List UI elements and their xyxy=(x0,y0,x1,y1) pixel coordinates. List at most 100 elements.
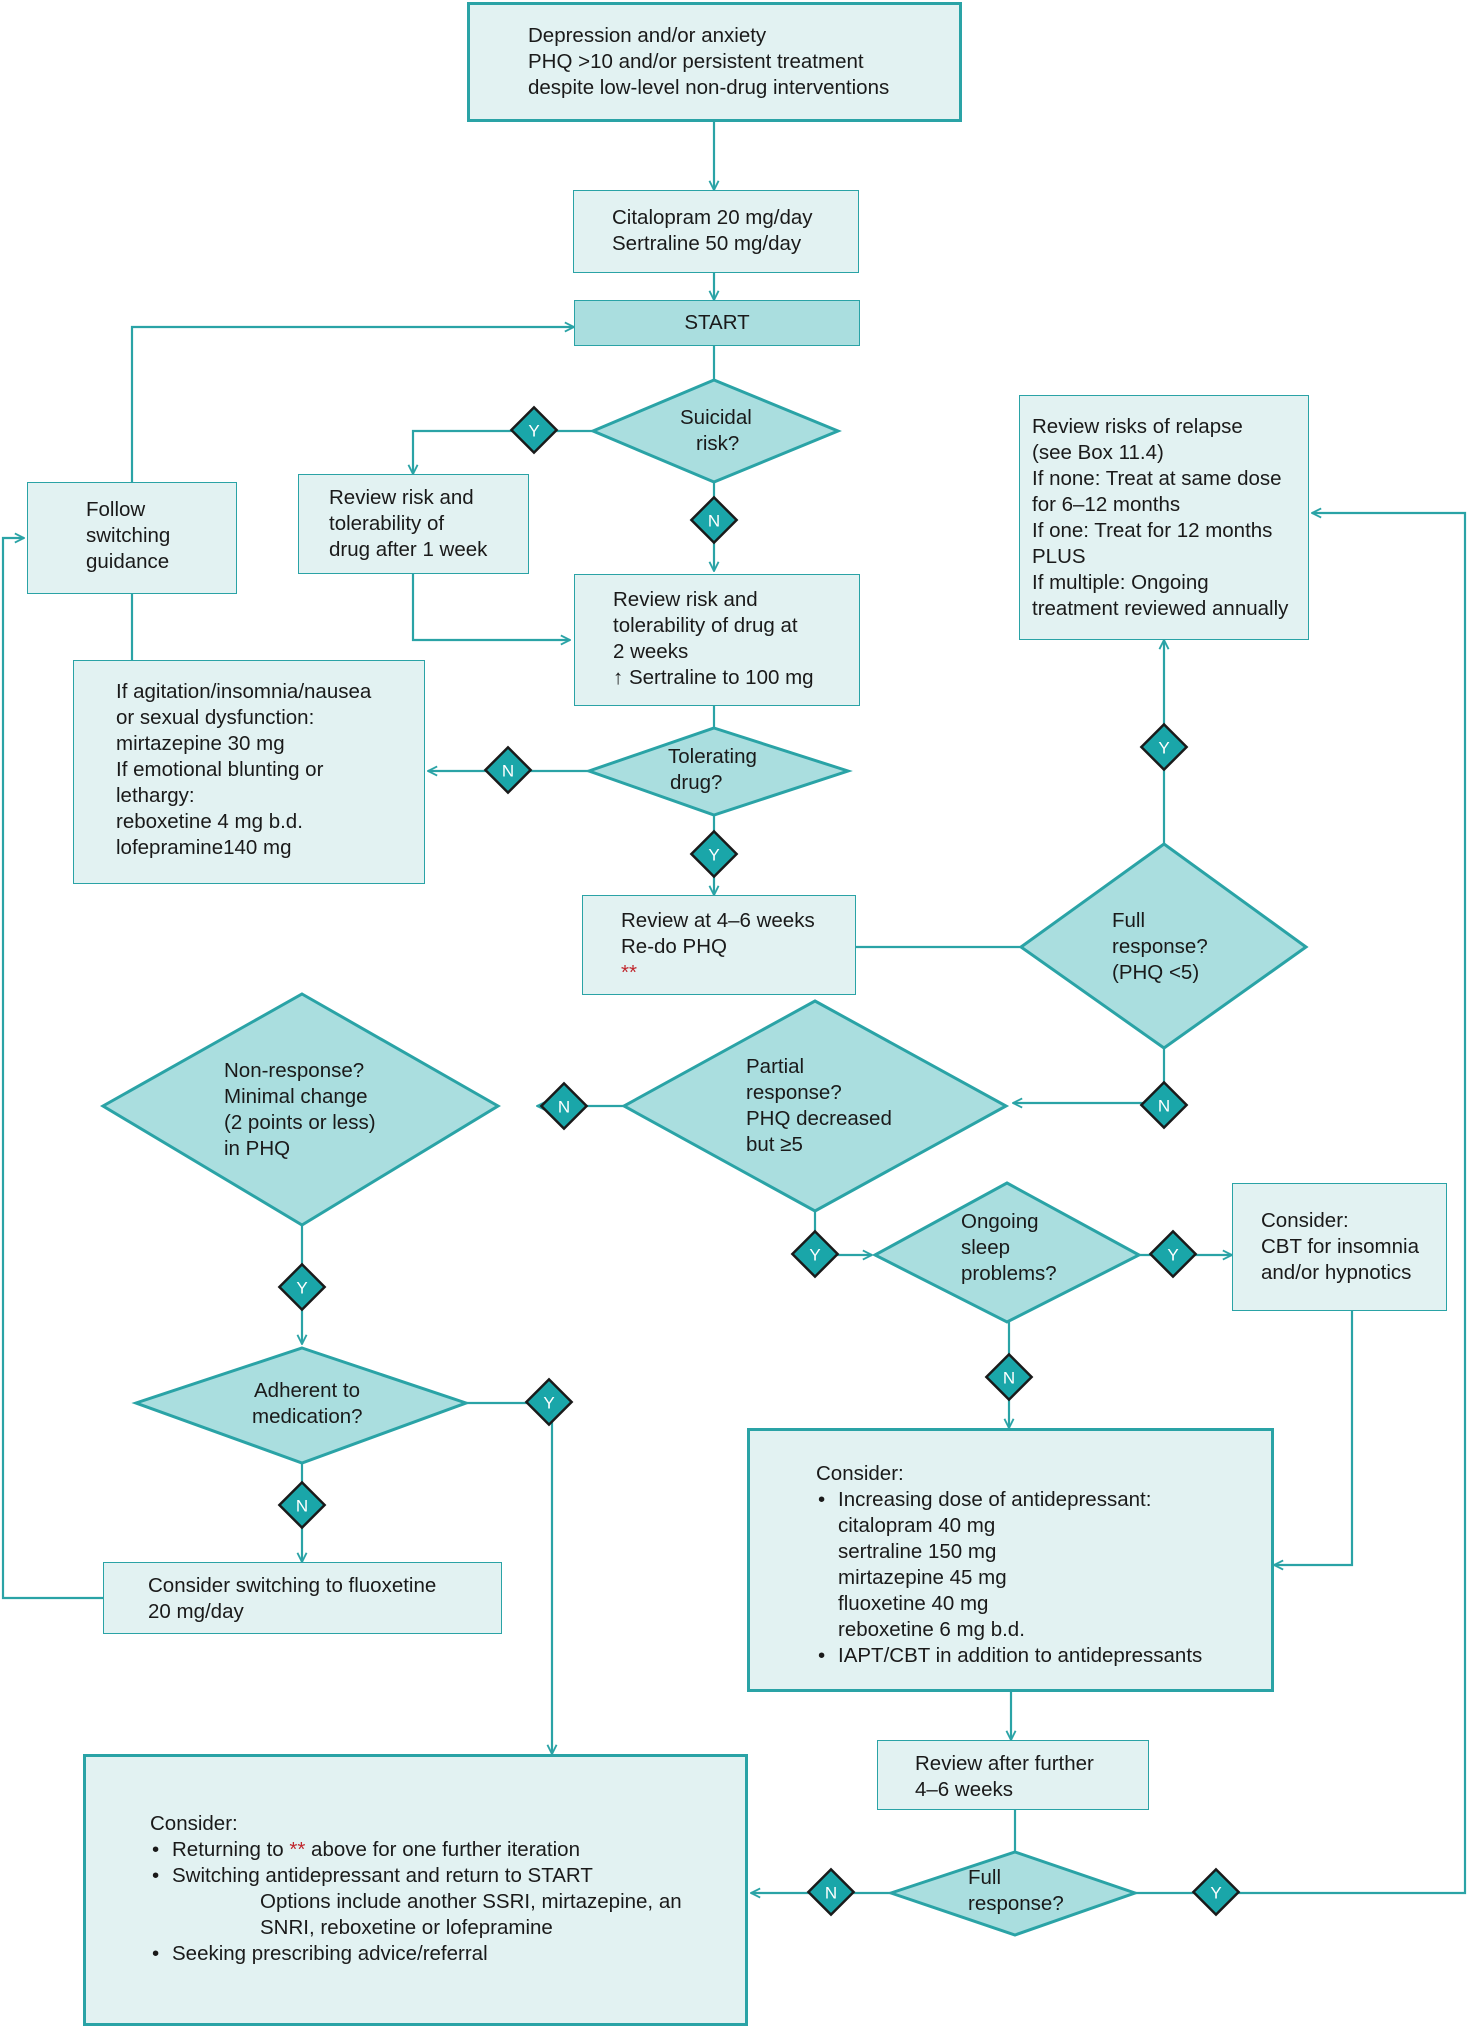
box-text: If one: Treat for 12 months xyxy=(1032,519,1273,542)
box-text: guidance xyxy=(86,550,170,573)
box-text: Review risk and xyxy=(613,588,758,611)
box-text: tolerability of drug at xyxy=(613,614,798,637)
label-full-response-1: Full response? (PHQ <5) xyxy=(1112,908,1208,986)
box-side-effects: If agitation/insomnia/nausea or sexual d… xyxy=(73,660,425,884)
box-text: Sertraline 50 mg/day xyxy=(612,232,802,255)
label-ongoing-sleep: Ongoing sleep problems? xyxy=(961,1209,1057,1287)
decision-text: problems? xyxy=(961,1262,1057,1285)
box-text: Review at 4–6 weeks xyxy=(621,909,815,932)
box-relapse: Review risks of relapse (see Box 11.4) I… xyxy=(1019,395,1309,640)
box-final-consider: Consider: Returning to ** above for one … xyxy=(83,1754,748,2026)
edge-followswitch-to-start xyxy=(130,327,574,482)
box-text: despite low-level non-drug interventions xyxy=(528,76,890,99)
decision-text: in PHQ xyxy=(224,1137,291,1160)
bullet-return: Returning to ** above for one further it… xyxy=(150,1837,745,1863)
box-review-further: Review after further 4–6 weeks xyxy=(877,1740,1149,1810)
box-text: 2 weeks xyxy=(613,640,689,663)
edge-full-no xyxy=(1013,1048,1166,1103)
decision-text: response? xyxy=(968,1892,1064,1915)
box-text: and/or hypnotics xyxy=(1261,1261,1412,1284)
box-text: Review after further xyxy=(915,1752,1094,1775)
box-text: Follow xyxy=(86,498,146,521)
box-review-1-week: Review risk and tolerability of drug aft… xyxy=(298,474,529,574)
box-cbt-insomnia: Consider: CBT for insomnia and/or hypnot… xyxy=(1232,1183,1447,1311)
svg-text:N: N xyxy=(825,1884,837,1903)
box-text: Review risks of relapse xyxy=(1032,415,1243,438)
box-text: reboxetine 4 mg b.d. xyxy=(116,810,303,833)
decision-text: Minimal change xyxy=(224,1085,368,1108)
decision-text: Partial xyxy=(746,1055,805,1078)
box-text: CBT for insomnia xyxy=(1261,1235,1419,1258)
label-tolerating-drug: Tolerating drug? xyxy=(668,744,757,796)
decision-suicidal-risk xyxy=(589,378,842,484)
box-follow-switching: Follow switching guidance xyxy=(27,482,237,594)
start-label: START xyxy=(684,311,750,334)
decision-text: medication? xyxy=(252,1405,363,1428)
label-full-response-2: Full response? xyxy=(968,1865,1064,1917)
badge-yes-full-response: Y xyxy=(1139,722,1189,772)
svg-text:Y: Y xyxy=(543,1394,554,1413)
svg-text:Y: Y xyxy=(296,1279,307,1298)
box-text: PLUS xyxy=(1032,545,1086,568)
box-review-2-weeks: Review risk and tolerability of drug at … xyxy=(574,574,860,706)
badge-no-full-response: N xyxy=(1139,1080,1189,1130)
label-suicidal-risk: Suicidal risk? xyxy=(680,405,752,457)
bullet-text: above for one further iteration xyxy=(305,1838,580,1861)
box-text: ↑ Sertraline to 100 mg xyxy=(613,666,814,689)
decision-partial-response xyxy=(620,999,1010,1213)
box-text: Consider: xyxy=(1261,1209,1349,1232)
box-text: Consider: xyxy=(816,1462,904,1485)
decision-text: risk? xyxy=(696,432,740,455)
badge-yes-partial: Y xyxy=(790,1229,840,1279)
dose-item: reboxetine 6 mg b.d. xyxy=(838,1618,1025,1641)
decision-text: Adherent to xyxy=(254,1379,360,1402)
badge-yes-sleep: Y xyxy=(1148,1229,1198,1279)
bullet-iapt: IAPT/CBT in addition to antidepressants xyxy=(816,1643,1271,1669)
svg-text:Y: Y xyxy=(528,422,539,441)
badge-yes-nonresponse: Y xyxy=(277,1262,327,1312)
box-text: 20 mg/day xyxy=(148,1600,244,1623)
decision-adherent xyxy=(131,1346,471,1465)
box-increase-dose: Consider: Increasing dose of antidepress… xyxy=(747,1428,1274,1692)
box-text: lofepramine140 mg xyxy=(116,836,292,859)
decision-full-response-1 xyxy=(1018,842,1309,1050)
decision-ongoing-sleep xyxy=(871,1181,1143,1324)
bullet-text: Returning to xyxy=(172,1838,290,1861)
svg-text:N: N xyxy=(1158,1097,1170,1116)
box-text: Review risk and xyxy=(329,486,474,509)
bullet-text: Seeking prescribing advice/referral xyxy=(172,1942,488,1965)
box-start: START xyxy=(574,300,860,346)
box-text: If emotional blunting or xyxy=(116,758,324,781)
box-text: tolerability of xyxy=(329,512,445,535)
bullet-switch: Switching antidepressant and return to S… xyxy=(150,1863,745,1889)
dose-item: mirtazepine 45 mg xyxy=(838,1566,1007,1589)
svg-text:N: N xyxy=(296,1497,308,1516)
box-text: If multiple: Ongoing xyxy=(1032,571,1209,594)
box-review-4-6-weeks: Review at 4–6 weeks Re-do PHQ ** xyxy=(582,895,856,995)
svg-text:N: N xyxy=(708,512,720,531)
bullet-referral: Seeking prescribing advice/referral xyxy=(150,1941,745,1967)
decision-text: response? xyxy=(746,1081,842,1104)
edge-cbt-to-increase xyxy=(1274,1311,1354,1565)
svg-text:N: N xyxy=(558,1098,570,1117)
label-partial-response: Partial response? PHQ decreased but ≥5 xyxy=(746,1054,892,1158)
label-adherent: Adherent to medication? xyxy=(252,1378,363,1430)
decision-text: Suicidal xyxy=(680,406,752,429)
dose-item: sertraline 150 mg xyxy=(838,1540,997,1563)
decision-non-response xyxy=(100,992,501,1227)
svg-text:Y: Y xyxy=(1210,1884,1221,1903)
box-text: drug after 1 week xyxy=(329,538,488,561)
decision-text: drug? xyxy=(670,771,723,794)
badge-no-sleep: N xyxy=(984,1352,1034,1402)
box-text: lethargy: xyxy=(116,784,195,807)
box-text: Consider switching to fluoxetine xyxy=(148,1574,437,1597)
box-text: Citalopram 20 mg/day xyxy=(612,206,813,229)
decision-text: PHQ decreased xyxy=(746,1107,892,1130)
edge-switch-loop xyxy=(1,538,103,1600)
decision-text: but ≥5 xyxy=(746,1133,803,1156)
options-text: Options include another SSRI, mirtazepin… xyxy=(260,1890,682,1913)
badge-yes-adherent: Y xyxy=(524,1377,574,1427)
box-text: If none: Treat at same dose xyxy=(1032,467,1282,490)
svg-text:Y: Y xyxy=(708,846,719,865)
